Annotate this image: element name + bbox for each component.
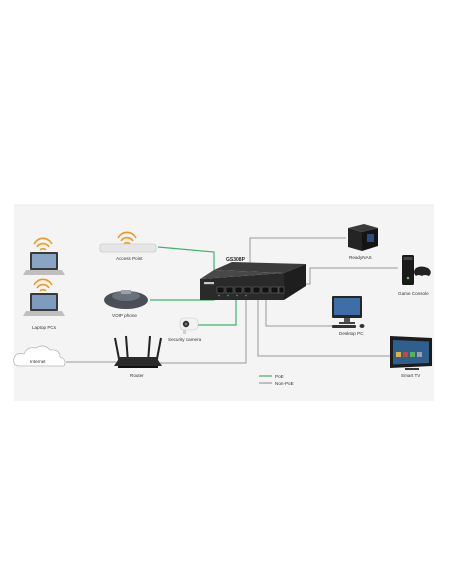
desktop-pc xyxy=(332,296,365,328)
security-camera xyxy=(179,317,199,334)
readynas-label: ReadyNAS xyxy=(349,255,372,260)
link-desktop-pc xyxy=(265,300,332,327)
laptop-pc-1 xyxy=(23,237,65,275)
internet-label: Internet xyxy=(30,359,46,364)
readynas xyxy=(348,224,378,251)
internet-cloud-icon xyxy=(13,345,66,367)
game-console-label: Game Console xyxy=(398,291,429,296)
access-point-label: Access Point xyxy=(116,256,143,261)
desktop-pc-label: Desktop PC xyxy=(339,331,364,336)
link-router xyxy=(160,300,247,364)
link-access-point xyxy=(157,246,215,276)
legend-poe-label: PoE xyxy=(275,374,284,379)
switch xyxy=(200,262,306,300)
legend: PoE Non-PoE xyxy=(259,374,294,386)
switch-model-label: GS308P xyxy=(226,257,246,263)
link-security-camera xyxy=(198,300,237,326)
game-console xyxy=(402,255,431,285)
legend-non-poe-label: Non-PoE xyxy=(275,381,294,386)
link-readynas xyxy=(249,237,346,266)
access-point xyxy=(99,231,157,253)
router-label: Router xyxy=(130,373,144,378)
router xyxy=(114,335,162,368)
laptop-pcs-label: Laptop PCs xyxy=(32,325,57,330)
smart-tv-label: Smart TV xyxy=(401,373,421,378)
security-camera-label: Security camera xyxy=(168,337,202,342)
voip-phone xyxy=(104,290,148,309)
wifi-icon xyxy=(33,278,53,292)
link-smart-tv xyxy=(257,300,392,357)
laptop-pc-2 xyxy=(23,278,65,316)
voip-phone-label: VOIP phone xyxy=(112,313,137,318)
smart-tv xyxy=(390,336,432,370)
wifi-icon xyxy=(33,237,53,251)
